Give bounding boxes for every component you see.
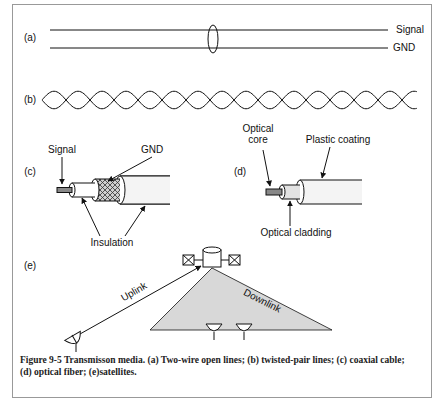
frame [13, 5, 432, 398]
signal-name: Signal [396, 24, 424, 36]
leader-line [62, 157, 152, 236]
satellite [183, 247, 240, 267]
part-letter: (c) [24, 166, 36, 178]
part-letter: (b) [24, 94, 36, 106]
dish-antenna [64, 324, 252, 352]
link-name: Uplink [119, 280, 149, 304]
signal-name: GND [393, 42, 415, 54]
uplink-beam [80, 266, 201, 334]
figure-caption: Figure 9-5 Transmisson media. (a) Two-wi… [20, 354, 418, 379]
part-name: Optical cladding [260, 227, 331, 239]
leader-line [263, 147, 330, 226]
part-name: Optical core [237, 123, 279, 146]
signal-name: Signal [48, 144, 76, 156]
part-name: Insulation [91, 237, 134, 249]
signal-name: GND [141, 144, 163, 156]
part-name: Plastic coating [306, 134, 370, 146]
part-letter: (d) [234, 166, 246, 178]
coaxial-cable [57, 176, 170, 204]
part-letter: (e) [24, 260, 36, 272]
optical-fiber [266, 180, 362, 204]
open-wire-line [50, 25, 388, 53]
part-letter: (a) [24, 32, 36, 44]
twisted-pair [42, 91, 417, 109]
downlink-beam [150, 268, 332, 330]
